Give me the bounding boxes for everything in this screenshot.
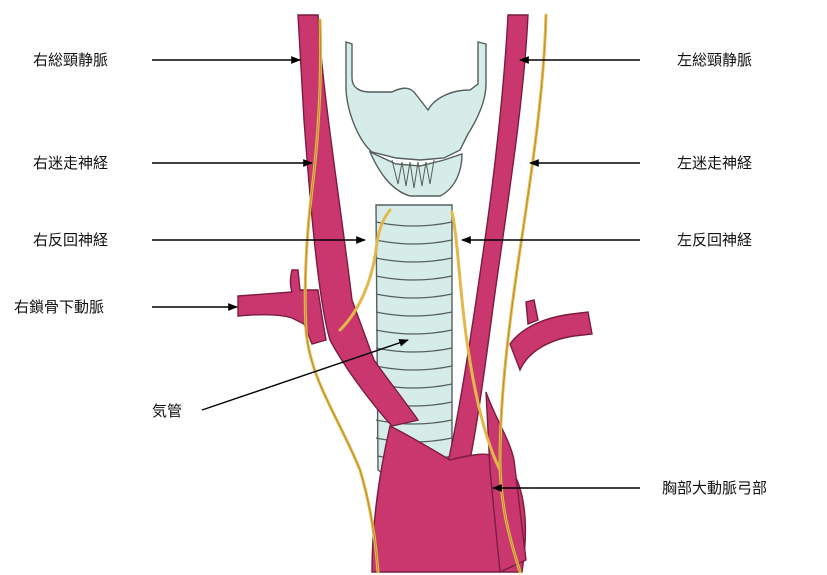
label-right-vagus: 右迷走神経 <box>33 154 108 172</box>
left-subclavian-artery <box>510 312 592 370</box>
label-trachea: 気管 <box>152 402 182 420</box>
label-left-vagus: 左迷走神経 <box>677 154 752 172</box>
left-common-carotid <box>448 15 528 462</box>
left-subclavian-branch <box>526 300 538 324</box>
label-right-common-carotid: 右総頸静脈 <box>33 51 108 69</box>
label-left-recurrent: 左反回神経 <box>677 231 752 249</box>
larynx <box>346 42 486 196</box>
label-right-subclavian: 右鎖骨下動脈 <box>14 298 104 316</box>
label-right-recurrent: 右反回神経 <box>33 231 108 249</box>
thyroid-cartilage <box>346 42 486 160</box>
right-subclavian-artery <box>238 270 326 344</box>
label-left-common-carotid: 左総頸静脈 <box>677 51 752 69</box>
label-aortic-arch: 胸部大動脈弓部 <box>662 479 767 497</box>
